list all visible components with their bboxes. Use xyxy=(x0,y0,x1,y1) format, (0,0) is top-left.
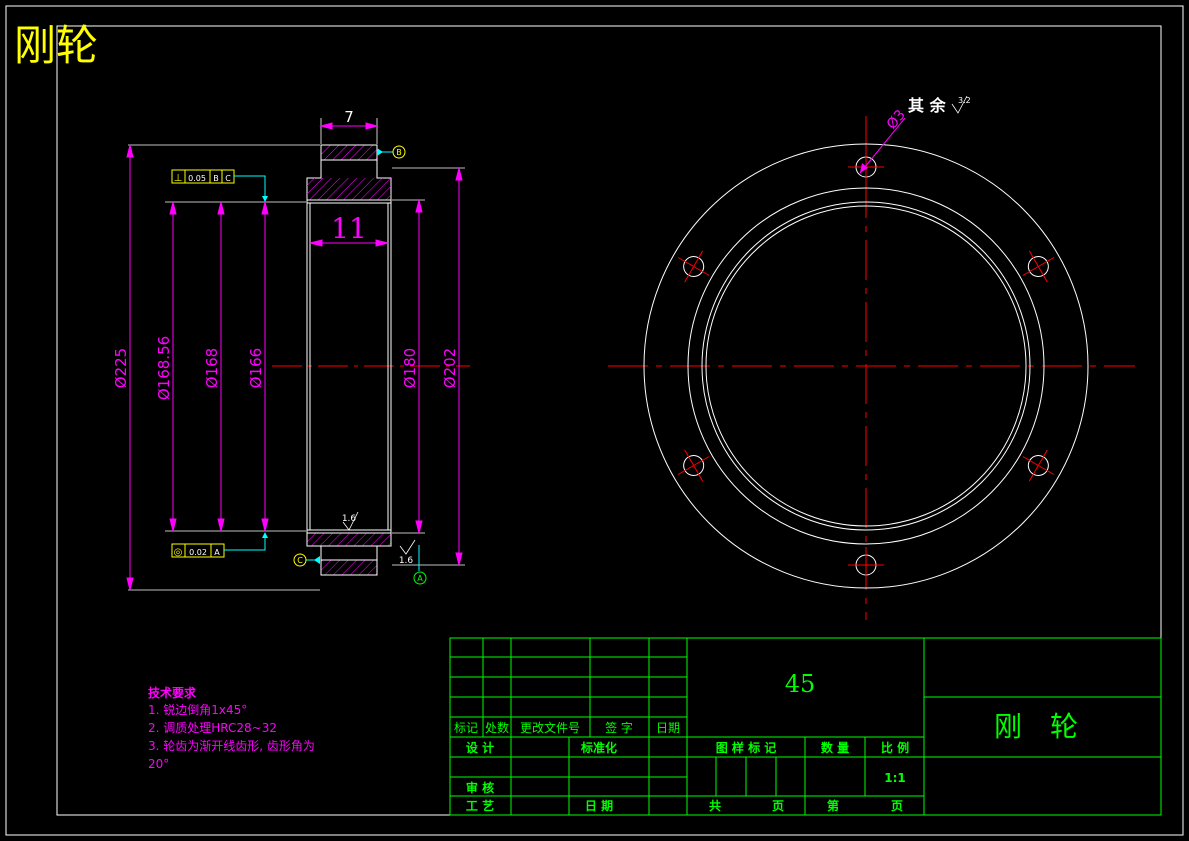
dim-width-7: 7 xyxy=(344,108,354,126)
svg-text:C: C xyxy=(297,556,303,565)
dim-d166: Ø166 xyxy=(247,348,265,388)
scale-label: 比 例 xyxy=(881,740,909,755)
material-value: 45 xyxy=(785,670,816,698)
svg-text:A: A xyxy=(214,548,220,557)
title-block-text: 45 刚 轮 标记 处数 更改文件号 签 字 日期 设 计 标准化 审 核 工 … xyxy=(454,670,1078,813)
outer-border xyxy=(5,5,1184,836)
svg-text:⊥: ⊥ xyxy=(174,173,183,184)
dim-d168-56: Ø168.56 xyxy=(155,336,173,400)
top-teeth xyxy=(320,144,378,161)
design-label: 设 计 xyxy=(466,740,494,755)
svg-text:1.6: 1.6 xyxy=(342,514,357,524)
roughness-inner: 1.6 xyxy=(342,511,359,531)
rev-header-date: 日期 xyxy=(656,721,680,735)
svg-text:1.6: 1.6 xyxy=(399,556,414,566)
drawing-mark-label: 图 样 标 记 xyxy=(716,740,777,755)
section-view: Ø225 Ø168.56 Ø168 Ø166 Ø180 Ø202 7 11 ⊥ … xyxy=(112,108,470,591)
roughness-side: 1.6 xyxy=(399,539,416,566)
svg-text:C: C xyxy=(225,174,231,183)
front-view: Ø3 其 余 3.2 xyxy=(608,95,1135,620)
notes-line-4: 20° xyxy=(148,757,169,771)
rev-header-sign: 签 字 xyxy=(605,720,633,735)
part-name: 刚 轮 xyxy=(994,710,1078,743)
svg-text:B: B xyxy=(213,174,219,183)
sheets-label: 页 xyxy=(772,799,784,813)
bottom-rim-hatch xyxy=(306,532,392,547)
svg-text:0.05: 0.05 xyxy=(188,174,206,183)
date-label: 日 期 xyxy=(585,798,613,813)
notes-line-1: 1. 锐边倒角1x45° xyxy=(148,703,247,717)
dim-d168: Ø168 xyxy=(203,348,221,388)
process-label: 工 艺 xyxy=(466,798,494,813)
notes-line-2: 2. 调质处理HRC28~32 xyxy=(148,721,277,735)
sheet-no-label: 第 xyxy=(827,798,839,813)
datum-a: A xyxy=(413,545,427,585)
dim-d180: Ø180 xyxy=(401,348,419,388)
dim-d225: Ø225 xyxy=(112,348,130,388)
title-block xyxy=(449,637,1162,816)
hole-diameter-dim: Ø3 xyxy=(884,107,909,133)
notes-line-3: 3. 轮齿为渐开线齿形, 齿形角为 xyxy=(148,739,315,753)
total-label: 共 xyxy=(709,798,721,813)
svg-text:A: A xyxy=(417,574,423,583)
tolerance-concentricity: ◎ 0.02 A xyxy=(171,532,268,558)
svg-text:0.02: 0.02 xyxy=(189,548,207,557)
svg-text:B: B xyxy=(396,148,402,157)
notes-title: 技术要求 xyxy=(148,685,197,700)
page-label: 页 xyxy=(891,799,903,813)
scale-value: 1:1 xyxy=(884,771,906,785)
datum-b: B xyxy=(377,145,406,159)
dim-d202: Ø202 xyxy=(441,348,459,388)
drawing-header-title: 刚轮 xyxy=(14,21,98,70)
rev-header-count: 处数 xyxy=(485,720,509,735)
technical-notes: 技术要求 1. 锐边倒角1x45° 2. 调质处理HRC28~32 3. 轮齿为… xyxy=(148,685,315,771)
svg-text:◎: ◎ xyxy=(174,547,183,558)
quantity-label: 数 量 xyxy=(821,740,849,755)
datum-c: C xyxy=(293,553,320,567)
roughness-note-value: 3.2 xyxy=(958,96,971,105)
roughness-note-label: 其 余 xyxy=(908,96,947,115)
rev-header-doc: 更改文件号 xyxy=(520,720,580,735)
standardize-label: 标准化 xyxy=(580,740,617,755)
rev-header-mark: 标记 xyxy=(454,721,478,735)
bottom-teeth xyxy=(320,559,378,576)
review-label: 审 核 xyxy=(466,780,494,795)
dim-width-11: 11 xyxy=(331,212,367,245)
outer-flange-circle xyxy=(643,143,1089,589)
top-rim-hatch xyxy=(307,178,391,200)
tolerance-perpendicularity: ⊥ 0.05 B C xyxy=(171,169,268,202)
